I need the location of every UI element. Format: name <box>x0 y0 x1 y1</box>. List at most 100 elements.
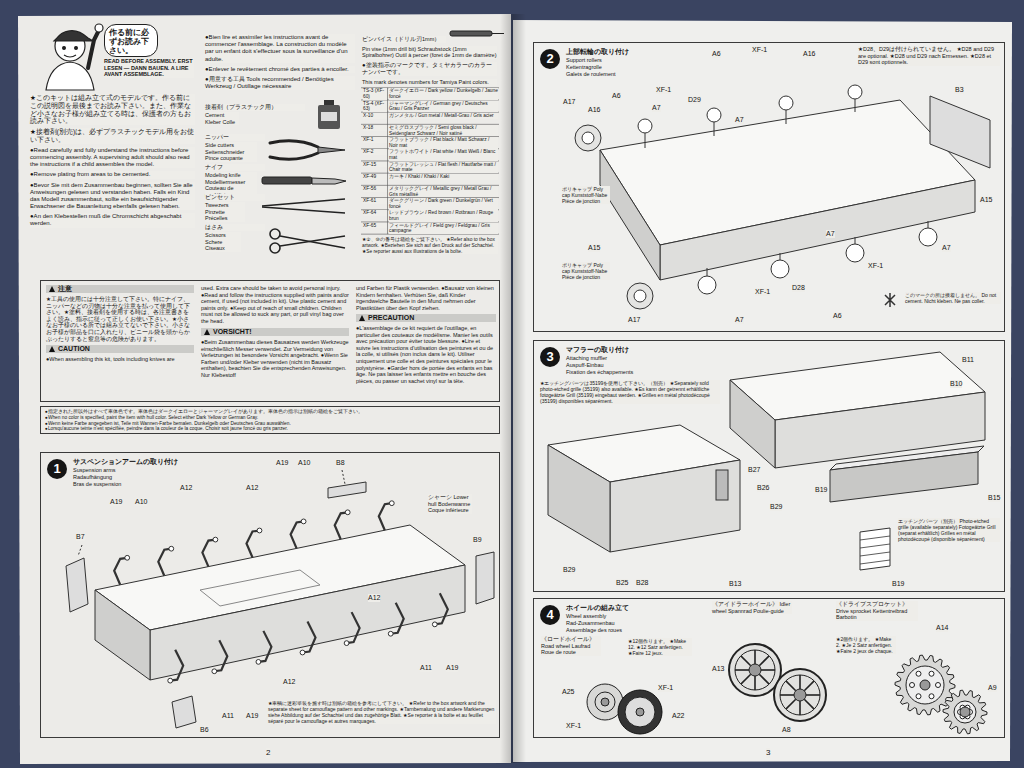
node-text: CAUTION <box>46 345 194 353</box>
mascot-cartoon <box>46 24 103 90</box>
idler-wheel <box>774 669 826 721</box>
suspension-arm <box>303 622 316 653</box>
part-number: B13 <box>729 580 741 588</box>
axle-stub <box>301 519 306 524</box>
idler-wheel <box>759 656 769 666</box>
note-text: ●塗装指示のマークです。タミヤカラーのカラーナンバーです。 <box>362 62 497 76</box>
table-cell: ダークグリーン / Dark green / Dunkelgrün / Vert… <box>389 198 498 210</box>
suspension-arm <box>158 549 171 576</box>
step-title: Bras de suspension <box>73 481 183 488</box>
part-number: A16 <box>803 50 815 58</box>
road-wheel <box>625 697 655 727</box>
paint-code: TS-3 (XF-60) <box>363 88 387 100</box>
part-number: A7 <box>735 116 744 124</box>
axle-stub <box>213 537 218 542</box>
step-number-text: 2 <box>540 51 560 67</box>
part-number: A12 <box>246 484 258 492</box>
upper-roller-illustration <box>919 228 937 246</box>
part-number: XF-1 <box>656 86 671 94</box>
tool-scissors <box>270 243 280 253</box>
idler-wheel <box>741 674 751 684</box>
step-panel: マフラーの取り付けAttaching mufflerAuspuff-Einbau… <box>533 340 1005 592</box>
note-text: 接着剤（プラスチック用） <box>205 104 305 111</box>
step-title: Kettentragrolle <box>566 64 676 71</box>
idler-wheel <box>786 699 796 709</box>
note-text: ★このキットは組み立て式のモデルです。作る前にこの説明図を最後までお読み下さい。… <box>30 94 195 125</box>
idler-wheel <box>735 669 749 671</box>
axle-stub <box>432 622 437 627</box>
part-number: A6 <box>833 312 842 320</box>
upper-roller-illustration <box>627 283 653 309</box>
upper-roller-illustration <box>707 221 928 276</box>
part-number: A11 <box>420 664 432 672</box>
upper-roller-illustration <box>707 108 721 122</box>
note-text: ★D28、D29は付けられていません。 ★D28 and D29 are opt… <box>858 46 1000 66</box>
part-number: B11 <box>962 356 974 364</box>
note-text: ニッパー <box>205 134 265 141</box>
lower-hull-illustration <box>66 470 494 728</box>
axle-stub <box>345 510 350 515</box>
note-text: ★エッチングパーツは35199を使用して下さい。（別売） ★Separately… <box>540 380 720 404</box>
table-cell: フラットブラック / Flat black / Matt Schwarz / N… <box>389 137 498 149</box>
note-text: ピンバイス（ドリル刃1mm） <box>362 36 446 43</box>
node-text: ●Beim Zusammenbau dieses Bausatzes werde… <box>201 339 349 379</box>
muffler-illustration <box>860 528 890 570</box>
step-title: Auspuff-Einbau <box>566 362 676 369</box>
part-number: B15 <box>988 494 1000 502</box>
paint-code: XF-56 <box>363 186 387 192</box>
drive-sprocket <box>895 655 955 715</box>
step-title: Galets de roulement <box>566 71 676 78</box>
road-wheel <box>618 690 662 734</box>
table-cell: ガンメタル / Gun metal / Metall-Grau / Gris a… <box>389 113 498 119</box>
suspension-arm <box>202 540 215 567</box>
note-text: ●An den Klebestellen muß die Chromschich… <box>30 213 195 227</box>
tool-pin-vise <box>450 31 504 36</box>
drive-sprocket <box>960 707 970 717</box>
part-number: B27 <box>748 466 760 474</box>
mascot-cartoon <box>88 30 99 68</box>
note-text: ★接着剤(別売)は、必ずプラスチックモデル用をお使い下さい。 <box>30 128 195 144</box>
node-text: ●When no color is specified, paint the i… <box>45 415 495 421</box>
part-number: A12 <box>368 594 380 602</box>
paint-code: XF-65 <box>363 223 387 229</box>
note-text: Scissors Schere Ciseaux <box>205 232 241 252</box>
step-number: 1 <box>47 459 67 479</box>
drive-sprocket <box>910 683 915 688</box>
part-number: A25 <box>562 688 574 696</box>
note-text: 《ドライブスプロケット》 Drive sprocket Kettentreibr… <box>836 601 918 621</box>
suspension-arm <box>114 558 127 585</box>
part-number: XF-1 <box>755 288 770 296</box>
part-number: A7 <box>942 244 951 252</box>
idler-wheel <box>780 694 794 696</box>
axle-stub <box>344 641 349 646</box>
part-number: B10 <box>950 380 962 388</box>
mascot-cartoon <box>95 24 103 32</box>
part-number: B26 <box>757 484 769 492</box>
note-text: ●Remove plating from areas to be cemente… <box>30 171 195 178</box>
step-title: Support rollers <box>566 57 676 64</box>
node-text: ●Lorsqu'aucune teinte n'est spécifiée, p… <box>45 426 495 432</box>
lower-hull-illustration <box>78 545 82 556</box>
part-number: XF-1 <box>752 46 767 54</box>
suspension-arm <box>258 631 271 662</box>
step-title: Attaching muffler <box>566 355 676 362</box>
node-text: VORSICHT! <box>201 328 349 336</box>
tool-tweezers <box>262 207 345 213</box>
muffler-illustration <box>716 470 728 500</box>
lower-hull-illustration <box>200 570 320 606</box>
part-number: A15 <box>980 196 992 204</box>
part-number: A12 <box>180 484 192 492</box>
step-title: Fixation des échappements <box>566 369 676 376</box>
axle-stub <box>169 546 174 551</box>
part-number: A17 <box>563 98 575 106</box>
drive-sprocket <box>920 680 930 690</box>
note-text: シャーシ Lower hull Bodenwanne Coque inférie… <box>428 494 472 514</box>
part-number: B7 <box>76 533 85 541</box>
note-box: ●指定された所以外はすべて車体色です。車体色はダークイエローとジャーマングレイが… <box>40 406 500 434</box>
axle-stub <box>389 501 394 506</box>
lower-hull-illustration <box>476 552 494 604</box>
step-title: マフラーの取り付け <box>566 346 676 354</box>
part-number: A19 <box>246 712 258 720</box>
caution-box: 注意★工具の使用には十分注意して下さい。特にナイフ、ニッパーなどの刃物は十分な注… <box>40 280 500 402</box>
upper-roller-illustration <box>600 150 660 280</box>
